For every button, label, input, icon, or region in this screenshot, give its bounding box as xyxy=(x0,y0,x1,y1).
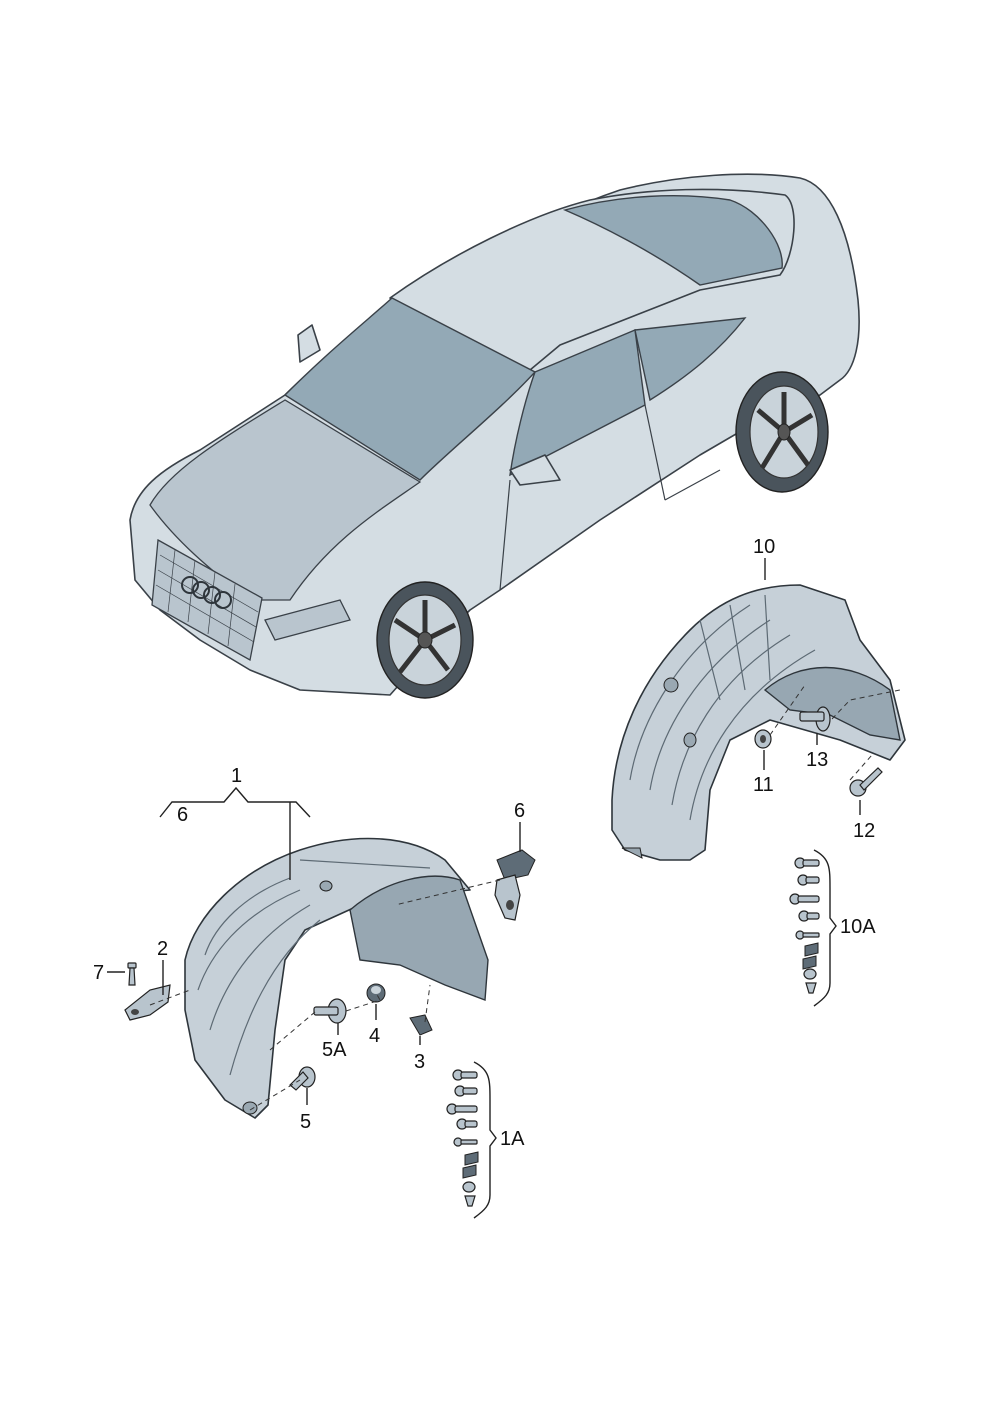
bracket-part-2 xyxy=(124,984,171,1021)
bolt-part-13 xyxy=(799,706,831,732)
callout-2: 2 xyxy=(157,938,168,960)
side-mirror xyxy=(509,454,561,486)
callout-5: 5 xyxy=(300,1111,311,1133)
clip-part-7 xyxy=(127,962,137,986)
callout-4: 4 xyxy=(369,1025,380,1047)
side-window-rear xyxy=(634,317,747,402)
logo-rings xyxy=(181,576,232,609)
callout-13: 13 xyxy=(806,749,828,771)
callout-10: 10 xyxy=(753,536,775,558)
callout-1a: 1A xyxy=(500,1128,525,1150)
callout-5a: 5A xyxy=(322,1039,347,1061)
callout-10a: 10A xyxy=(840,916,876,938)
callout-3: 3 xyxy=(414,1051,425,1073)
front-wheel xyxy=(376,581,474,699)
clip-nut-part-3 xyxy=(409,1014,433,1036)
vehicle-illustration xyxy=(129,173,860,699)
sunroof xyxy=(562,195,783,286)
callout-11: 11 xyxy=(753,774,774,796)
nut-part-4 xyxy=(366,983,386,1003)
leader-lines xyxy=(107,558,901,1111)
callout-labels: 1 6 6 2 7 5A 4 3 5 1A 10 11 13 12 10A xyxy=(93,536,876,1150)
callout-12: 12 xyxy=(853,820,875,842)
front-wheelhouse-liner xyxy=(184,837,489,1119)
rear-wheel xyxy=(735,371,829,493)
screw-part-5 xyxy=(289,1066,316,1091)
fastener-kit-10a xyxy=(789,849,837,1007)
callout-1: 1 xyxy=(231,765,242,787)
callout-6-right: 6 xyxy=(514,800,525,822)
callout-7: 7 xyxy=(93,962,104,984)
callout-6-left: 6 xyxy=(177,804,188,826)
nut-part-11 xyxy=(754,729,772,749)
screw-part-12 xyxy=(849,767,883,797)
screw-part-5a xyxy=(313,998,347,1024)
rear-wheelhouse-liner xyxy=(611,584,906,861)
bracket-part-6 xyxy=(494,849,536,921)
fastener-kit-1a xyxy=(446,1061,497,1219)
side-window-front xyxy=(509,329,646,477)
